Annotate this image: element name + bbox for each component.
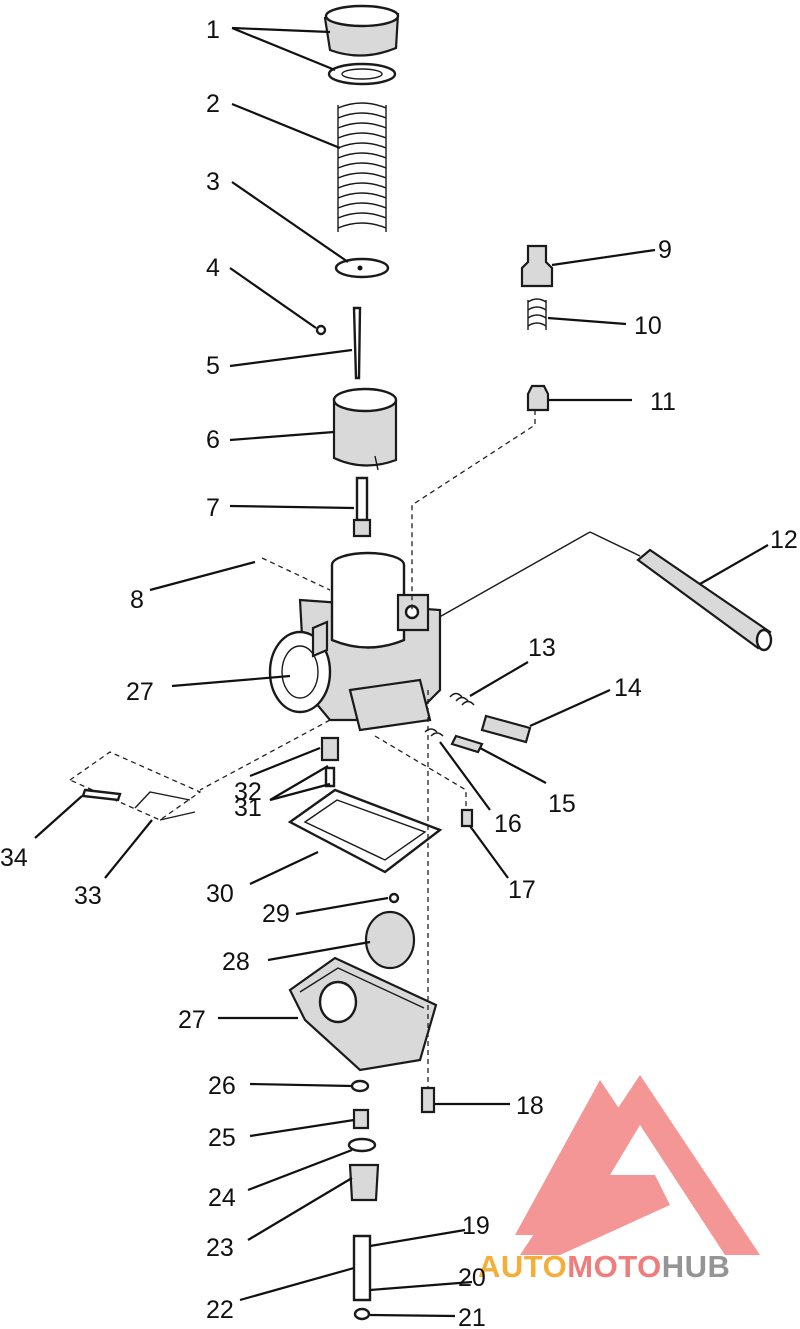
- part-spring: [337, 102, 387, 232]
- part-washer-top: [327, 62, 397, 86]
- part-cable-tube: [636, 548, 773, 652]
- part-clip: [315, 324, 327, 336]
- label-28: 28: [222, 948, 250, 976]
- label-25: 25: [208, 1124, 236, 1152]
- part-cap: [323, 4, 400, 57]
- label-27-upper: 27: [126, 678, 154, 706]
- label-27-lower: 27: [178, 1006, 206, 1034]
- label-16: 16: [494, 810, 522, 838]
- part-plunger: [526, 384, 550, 412]
- label-22: 22: [206, 1296, 234, 1324]
- part-throttle-slide: [332, 387, 398, 471]
- label-32: 32: [234, 778, 262, 806]
- watermark-logo: AUTOMOTOHUB: [478, 1075, 760, 1284]
- part-idle-screw: [424, 728, 484, 754]
- label-33: 33: [74, 882, 102, 910]
- part-needle: [352, 306, 362, 380]
- part-carb-body: [268, 551, 442, 732]
- label-20: 20: [458, 1264, 486, 1292]
- label-8: 8: [130, 586, 144, 614]
- part-fuel-nipple: [460, 808, 474, 828]
- label-14: 14: [614, 674, 642, 702]
- label-6: 6: [206, 426, 220, 454]
- label-17: 17: [508, 876, 536, 904]
- label-1: 1: [206, 16, 220, 44]
- part-gasket: [287, 788, 443, 874]
- label-5: 5: [206, 352, 220, 380]
- part-pilot-screw-spring: [449, 692, 532, 744]
- part-drain-stack: [347, 1079, 380, 1321]
- label-23: 23: [206, 1234, 234, 1262]
- watermark-text: AUTOMOTOHUB: [478, 1249, 730, 1284]
- label-29: 29: [262, 900, 290, 928]
- part-retainer-plate: [334, 257, 390, 279]
- part-small-spring: [527, 298, 547, 330]
- label-9: 9: [658, 236, 672, 264]
- label-30: 30: [206, 880, 234, 908]
- part-bowl-screw: [420, 1086, 436, 1114]
- label-21: 21: [458, 1304, 486, 1329]
- label-2: 2: [206, 90, 220, 118]
- label-12: 12: [770, 526, 798, 554]
- part-float: [364, 910, 416, 970]
- part-vent-tube: [68, 751, 202, 821]
- label-26: 26: [208, 1072, 236, 1100]
- label-10: 10: [634, 312, 662, 340]
- label-3: 3: [206, 168, 220, 196]
- part-float-pin: [388, 892, 400, 904]
- leader-lines: [34, 26, 769, 1318]
- label-19: 19: [462, 1212, 490, 1240]
- label-7: 7: [206, 494, 220, 522]
- label-11: 11: [650, 388, 676, 416]
- part-labels: 1 2 3 4 5 6 7 8 9 10 11 12 13 14 15 16 1…: [0, 16, 798, 1329]
- watermark-triangle-icon: [515, 1075, 760, 1255]
- label-24: 24: [208, 1184, 236, 1212]
- label-18: 18: [516, 1092, 544, 1120]
- label-34: 34: [0, 844, 28, 872]
- part-cable-adjuster: [520, 244, 554, 288]
- label-13: 13: [528, 634, 556, 662]
- part-float-bowl: [288, 956, 438, 1072]
- part-main-jet: [320, 736, 340, 788]
- label-4: 4: [206, 254, 220, 282]
- label-15: 15: [548, 790, 576, 818]
- label-31: 31: [234, 794, 262, 822]
- part-needle-jet: [352, 476, 372, 538]
